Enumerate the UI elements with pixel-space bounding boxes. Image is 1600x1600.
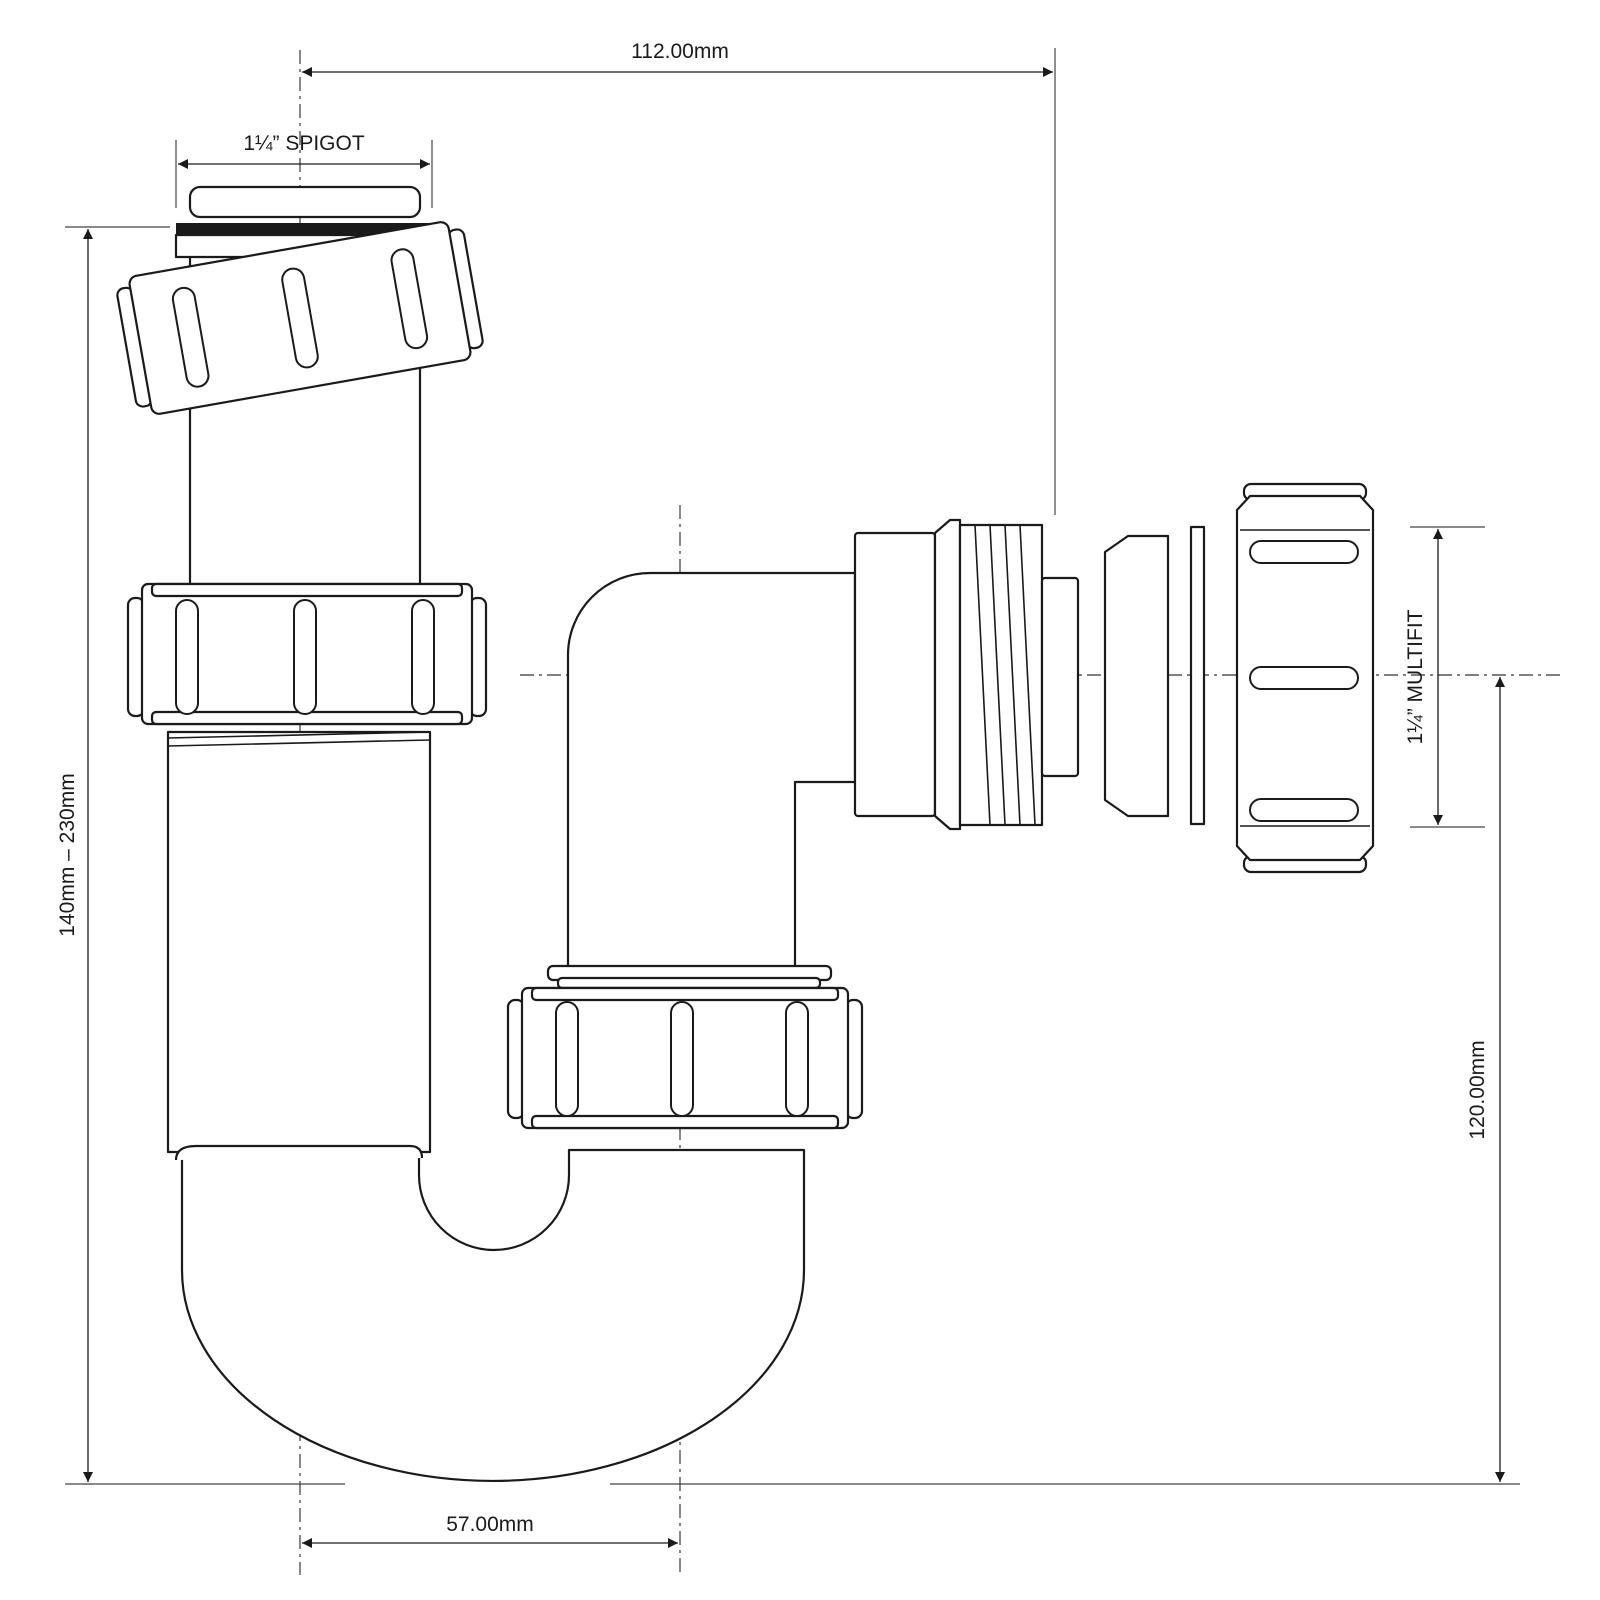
u-bend xyxy=(174,1144,806,1483)
extension-lines xyxy=(65,48,1520,1485)
multifit-washer xyxy=(1189,525,1206,826)
spigot-cap xyxy=(188,185,422,219)
label-120mm: 120.00mm xyxy=(1466,1040,1489,1139)
multifit-nut xyxy=(1235,482,1375,874)
label-spigot: 1¼” SPIGOT xyxy=(243,132,365,155)
outlet-spigot xyxy=(1040,576,1080,778)
outlet-thread xyxy=(958,523,1044,827)
outlet-connector xyxy=(853,518,1080,831)
label-57mm: 57.00mm xyxy=(446,1513,534,1536)
label-height-range: 140mm – 230mm xyxy=(56,773,79,936)
spigot-washer xyxy=(176,223,432,235)
top-compression-nut xyxy=(116,221,484,415)
dimension-lines xyxy=(83,67,1505,1548)
trap-compression-nut xyxy=(506,986,864,1130)
multifit-seal xyxy=(1103,534,1170,818)
inlet-assembly xyxy=(116,185,484,592)
label-multifit: 1¼” MULTIFIT xyxy=(1404,609,1427,744)
middle-compression-nut xyxy=(126,582,488,726)
outlet-body xyxy=(853,531,937,818)
dimension-labels: 112.00mm 1¼” SPIGOT 140mm – 230mm 1¼” MU… xyxy=(56,40,1489,1536)
label-112mm: 112.00mm xyxy=(631,40,729,63)
riser-elbow xyxy=(546,571,857,990)
lower-tube xyxy=(166,730,432,1154)
